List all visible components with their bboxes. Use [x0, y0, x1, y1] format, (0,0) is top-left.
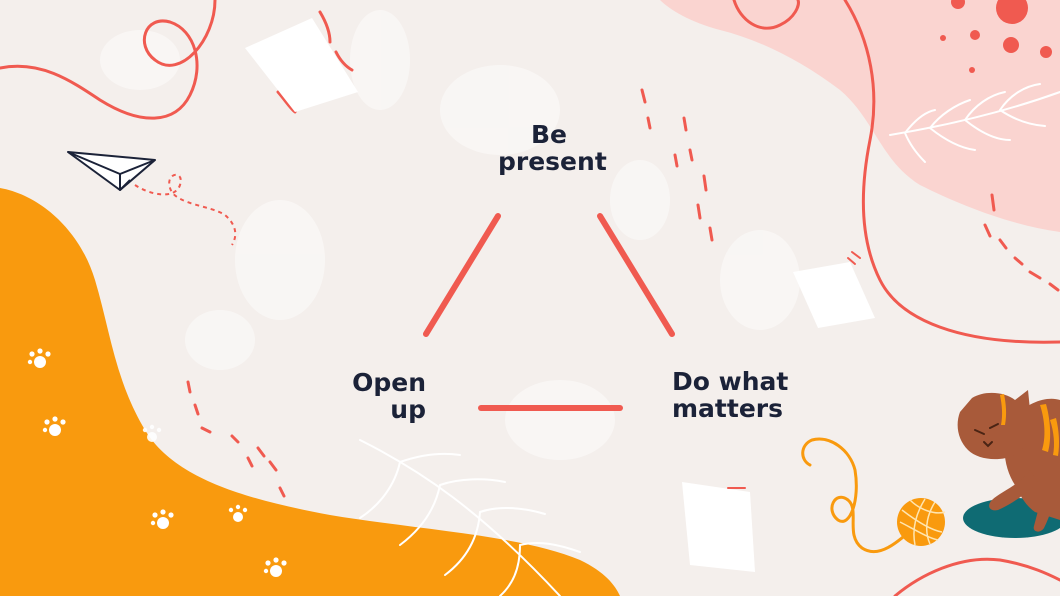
- line-top-right: [597, 213, 675, 337]
- red-dots: [940, 0, 1052, 73]
- red-dash-marks: [186, 10, 1060, 498]
- node-do-what-matters-line1: Do what: [672, 367, 789, 396]
- node-be-present-line2: present: [498, 147, 607, 176]
- node-open-up-line2: up: [390, 395, 426, 424]
- plane-dotted-trail: [134, 173, 237, 246]
- white-leaf-bottom: [359, 439, 581, 596]
- node-do-what-matters: Do what matters: [672, 368, 788, 422]
- background-blobs: [100, 10, 800, 460]
- node-open-up: Open up: [340, 369, 426, 423]
- red-swirl-top-left: [0, 0, 217, 120]
- node-be-present: Be present: [498, 120, 607, 176]
- node-do-what-matters-line2: matters: [672, 394, 783, 423]
- cat-illustration: [957, 390, 1060, 532]
- paper-sheets: [245, 18, 875, 572]
- triangle-connector-lines: [423, 213, 675, 411]
- paw-prints: [27, 348, 287, 577]
- white-leaf-top-right: [889, 83, 1060, 163]
- yarn-string: [801, 437, 922, 554]
- line-top-left: [423, 213, 501, 337]
- orange-blob: [0, 188, 620, 596]
- paper-motion-lines: [727, 251, 861, 489]
- yarn-ball-icon: [897, 498, 946, 546]
- red-loop-top-right: [732, 0, 800, 30]
- node-open-up-line1: Open: [352, 368, 426, 397]
- paper-plane-icon: [67, 151, 156, 191]
- red-curve-right: [843, 0, 1060, 344]
- red-curve-bottom-right: [893, 557, 1060, 596]
- pink-blob: [660, 0, 1060, 232]
- node-be-present-line1: Be: [530, 120, 567, 149]
